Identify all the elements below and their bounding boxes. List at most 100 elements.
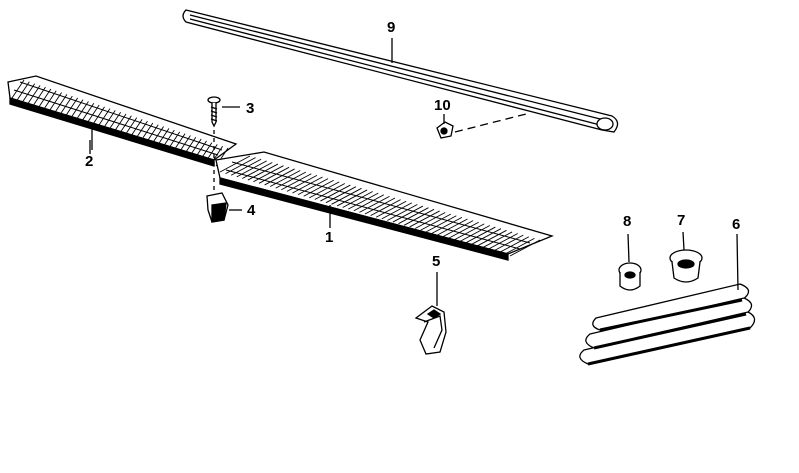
grommet-7-drawing — [669, 231, 703, 283]
grille-slat — [269, 170, 301, 187]
grille-slat — [465, 226, 496, 244]
grille-slat — [183, 137, 197, 156]
grille-slat — [242, 162, 273, 179]
grille-slat — [348, 192, 379, 210]
grille-slat — [54, 94, 68, 113]
label-9: 9 — [387, 19, 396, 36]
grille-slat — [113, 113, 127, 133]
label-2: 2 — [85, 153, 94, 170]
grille-slat — [230, 158, 262, 176]
grille-slat — [188, 138, 202, 158]
label-1: 1 — [325, 229, 334, 246]
grille-slat — [359, 195, 390, 213]
grille-slat — [476, 229, 507, 247]
grille-slat — [414, 212, 446, 229]
grille-slat — [309, 181, 340, 199]
grille-slat — [325, 186, 357, 204]
grille-slat — [108, 111, 122, 131]
grille-slat — [364, 197, 396, 215]
clip-10-drawing — [436, 112, 531, 139]
grille-slat — [286, 174, 318, 192]
grille-slat — [431, 216, 463, 234]
grille-slat — [409, 210, 440, 228]
grille-slat — [331, 187, 362, 205]
grille-slat — [140, 122, 154, 142]
grille-slat — [320, 184, 351, 202]
rubber-strip-drawing — [182, 9, 619, 133]
label-4: 4 — [247, 202, 256, 219]
grille-slat — [156, 128, 170, 147]
grille-slat — [86, 104, 100, 124]
grille-slat — [392, 205, 424, 223]
center-grille-drawing — [215, 151, 554, 261]
grille-slat — [199, 142, 213, 161]
grille-slat — [264, 168, 295, 186]
grille-slat — [420, 213, 451, 231]
grille-slat — [81, 103, 95, 122]
grille-slat — [151, 126, 164, 145]
grille-slat — [437, 218, 468, 236]
grille-slat — [27, 85, 41, 104]
grille-slat — [303, 179, 334, 197]
grille-slat — [459, 225, 491, 242]
grille-slat — [65, 97, 79, 117]
grille-slat — [135, 120, 148, 140]
grille-slat — [258, 166, 290, 184]
grille-slat — [275, 171, 306, 189]
grille-slat — [387, 204, 418, 221]
grille-slat — [11, 79, 25, 99]
grille-slat — [38, 88, 52, 108]
label-10: 10 — [434, 97, 451, 114]
grille-slat — [247, 163, 279, 181]
grille-slat — [493, 234, 524, 252]
grille-slat — [118, 115, 132, 135]
grille-slat — [398, 207, 429, 225]
grille-slat — [509, 239, 541, 257]
label-3: 3 — [246, 100, 255, 117]
grille-slat — [403, 208, 435, 226]
grille-slat — [314, 183, 346, 200]
grille-slat — [381, 202, 412, 220]
grille-slat — [219, 155, 251, 173]
grille-slat — [22, 83, 36, 102]
grille-slat — [194, 140, 207, 160]
grille-slat — [102, 110, 116, 129]
grommet-8-drawing — [618, 233, 642, 291]
grille-slat — [297, 178, 329, 196]
grille-slat — [124, 117, 138, 136]
label-7: 7 — [677, 212, 686, 229]
grille-slat — [253, 165, 284, 183]
grille-slat — [76, 101, 89, 120]
grille-slat — [210, 145, 224, 165]
grille-slat — [225, 157, 256, 175]
grille-slat — [487, 233, 518, 250]
grille-slat — [481, 231, 513, 249]
grille-slat — [342, 191, 373, 208]
grille-slat — [236, 160, 267, 178]
screw-drawing — [207, 96, 240, 190]
grille-slat — [292, 176, 323, 194]
grille-slat — [33, 86, 46, 106]
grille-slat — [167, 131, 181, 151]
grille-slat — [178, 135, 191, 154]
label-5: 5 — [432, 253, 441, 270]
grille-slat — [204, 144, 218, 163]
grille-slat — [504, 237, 535, 255]
label-6: 6 — [732, 216, 741, 233]
grille-slat — [448, 221, 479, 239]
grille-slat — [336, 189, 368, 207]
grille-slat — [97, 108, 111, 127]
grille-slat — [454, 223, 485, 241]
grille-slat — [353, 194, 385, 212]
label-8: 8 — [623, 213, 632, 230]
grille-slat — [281, 173, 312, 191]
grille-slat — [70, 99, 84, 118]
grille-slat — [442, 220, 474, 238]
grille-slat — [370, 199, 401, 217]
spring-clip-drawing — [414, 272, 447, 355]
grille-slat — [59, 95, 73, 115]
side-grille-drawing — [579, 233, 756, 366]
grille-slat — [172, 133, 186, 152]
